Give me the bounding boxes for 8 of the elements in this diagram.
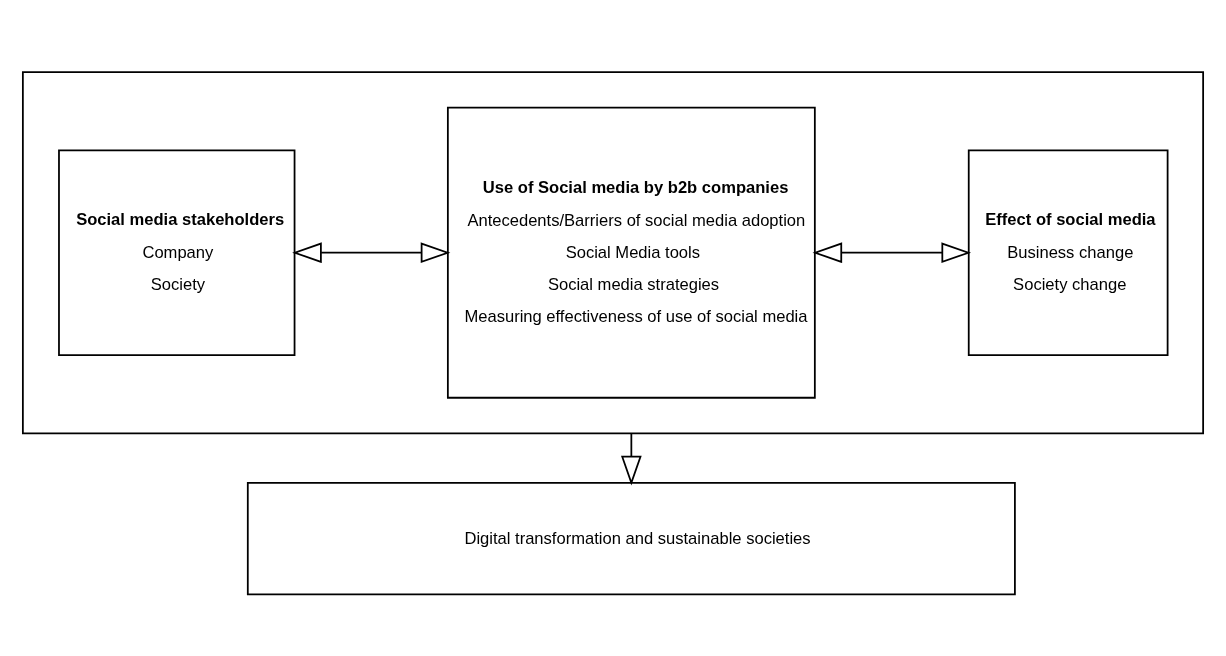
node-box: Social media stakeholders Company Society xyxy=(58,148,296,356)
arrow xyxy=(292,241,451,263)
arrow xyxy=(812,241,972,263)
node-box: Effect of social media Business change Society change xyxy=(967,148,1169,356)
arrow xyxy=(620,431,642,485)
node-box: Digital transformation and sustainable societies xyxy=(246,481,1016,595)
cluster xyxy=(22,70,1205,434)
node-box: Use of Social media by b2b companies Antecedents/Barriers of social media adoption Social Media tools Social media strategies Measuring effectiveness of use of social media xyxy=(446,106,816,399)
